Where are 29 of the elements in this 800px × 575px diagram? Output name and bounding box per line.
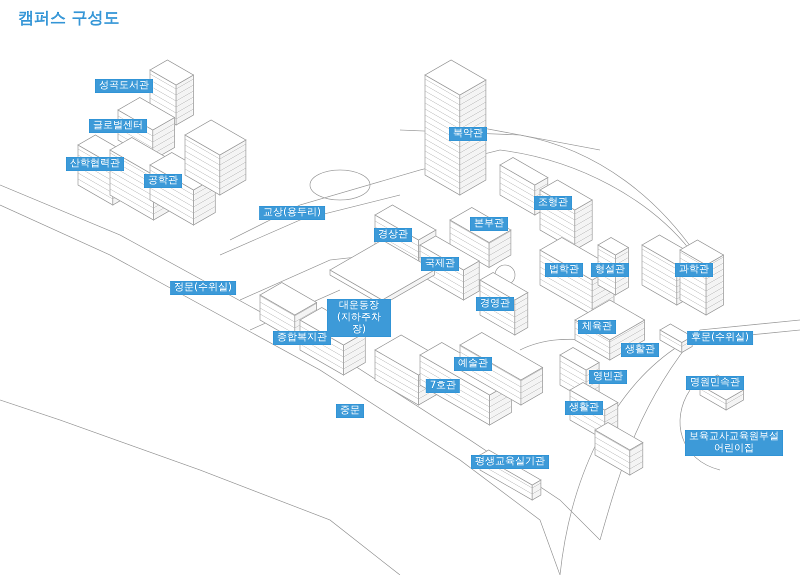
building-label: 중문 — [336, 404, 364, 418]
building-label: 산학협력관 — [66, 157, 124, 171]
building-label: 조형관 — [534, 196, 572, 210]
building-label: 7호관 — [426, 379, 460, 393]
building-label: 공학관 — [144, 174, 182, 188]
building-label: 정문(수위실) — [170, 281, 236, 295]
building-label: 법학관 — [545, 263, 583, 277]
building-label: 성곡도서관 — [95, 79, 153, 93]
building-label: 종합복지관 — [273, 331, 331, 345]
building-label: 북악관 — [449, 127, 487, 141]
map-title: 캠퍼스 구성도 — [18, 8, 120, 29]
building-label: 체육관 — [578, 320, 616, 334]
building-label: 생활관 — [621, 343, 659, 357]
building-label: 영빈관 — [589, 370, 627, 384]
building-label: 평생교육실기관 — [471, 455, 549, 469]
building-label: 보육교사교육원부설 어린이집 — [685, 430, 783, 456]
building-label: 글로벌센터 — [89, 119, 147, 133]
building-label: 국제관 — [421, 257, 459, 271]
building-label: 대운동장 (지하주차장) — [327, 299, 391, 337]
building-label: 경상관 — [374, 228, 412, 242]
building-label: 후문(수위실) — [687, 331, 753, 345]
building-label: 형설관 — [591, 263, 629, 277]
building-label: 예술관 — [454, 357, 492, 371]
building-label: 명원민속관 — [686, 376, 744, 390]
building-label: 과학관 — [675, 263, 713, 277]
building-label: 본부관 — [470, 217, 508, 231]
building-label: 교상(용두리) — [259, 206, 325, 220]
building-label: 경영관 — [476, 297, 514, 311]
building-label: 생활관 — [565, 401, 603, 415]
